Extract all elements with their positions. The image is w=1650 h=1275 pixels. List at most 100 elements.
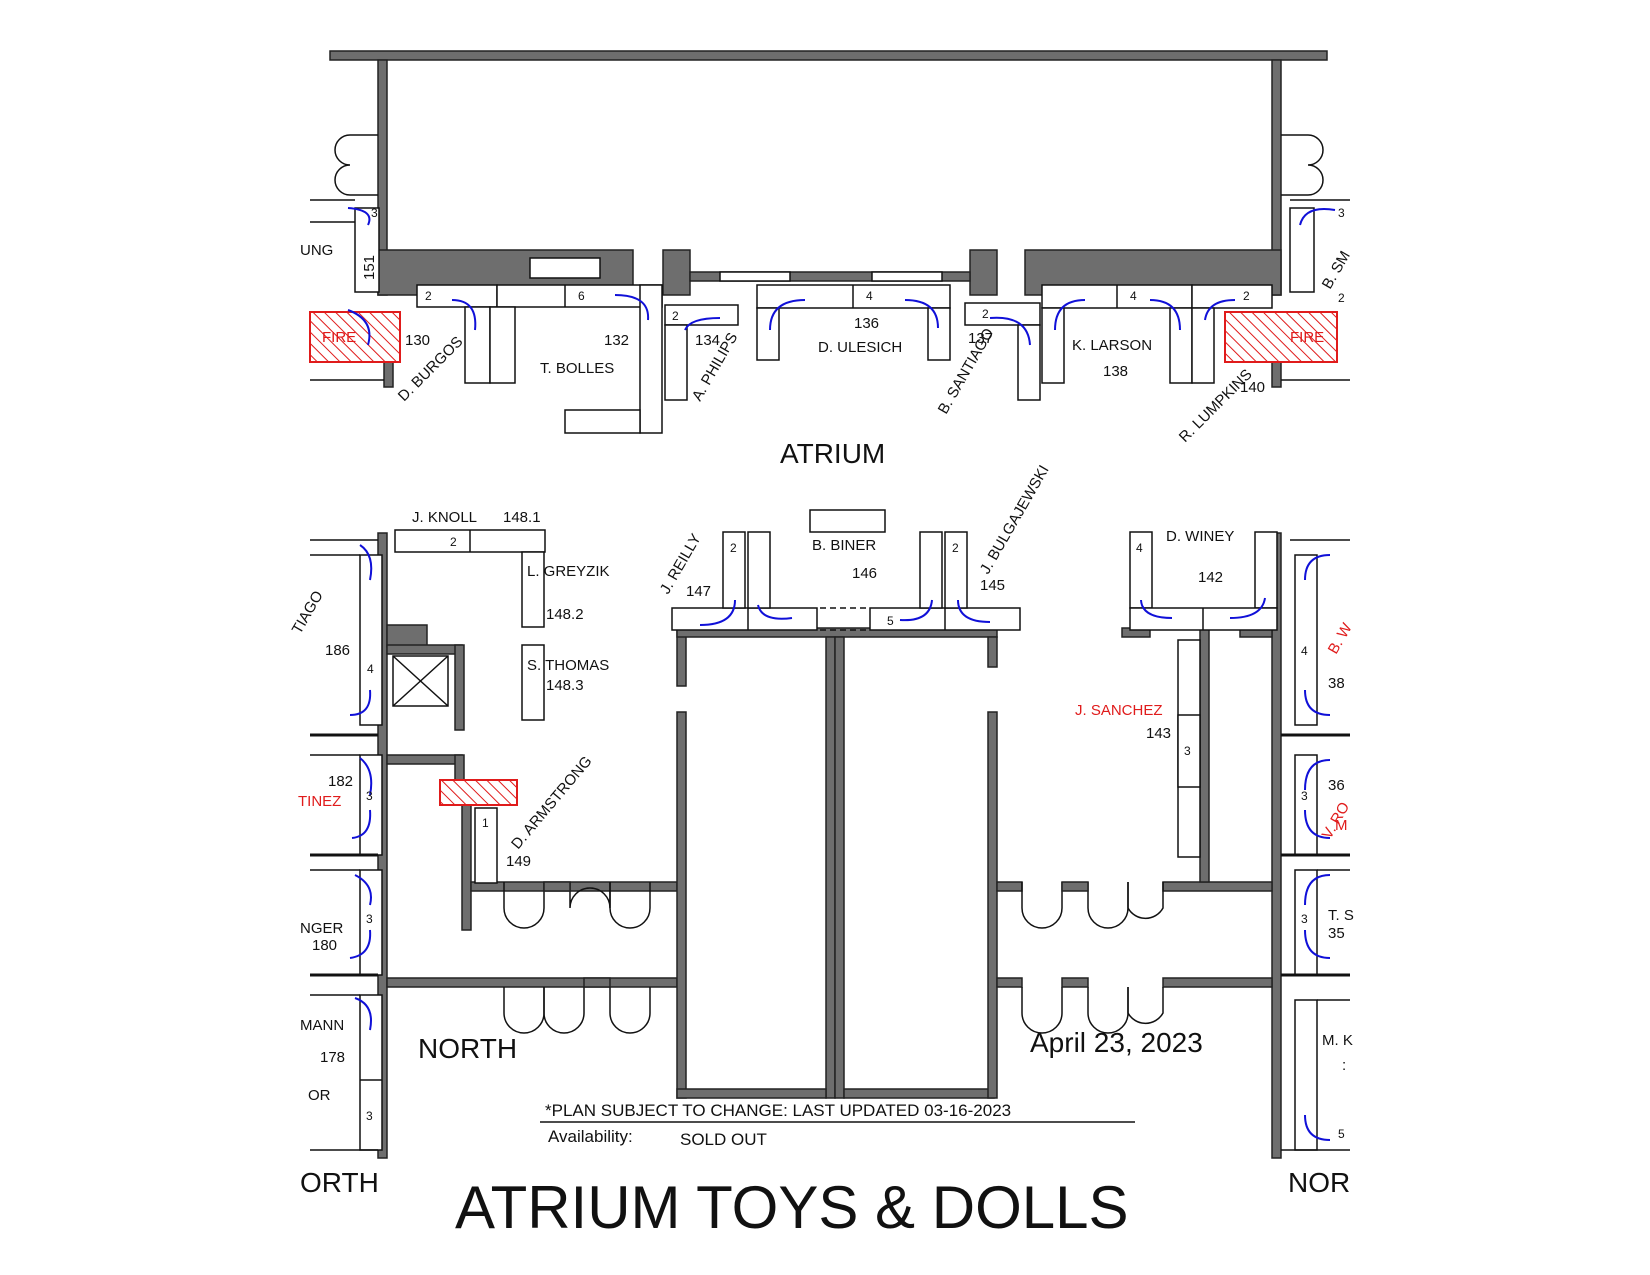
booth-right-bottom-name: M. K [1322,1032,1353,1049]
booth-151[interactable]: 3 UNG 151 [300,199,380,293]
booth-36-name2: M [1335,817,1348,834]
booth-138-tables: 4 [1130,289,1137,303]
booth-right-bottom[interactable]: 5 M. K : [1281,999,1353,1151]
booth-143-tables: 3 [1184,744,1191,758]
fire-right: FIRE [1224,311,1350,381]
booth-149[interactable]: 1 149 D. ARMSTRONG [474,753,596,884]
booth-148-3-number: 148.3 [546,677,584,694]
fire-left: FIRE [309,309,401,381]
booth-right-top-tables2: 2 [1338,291,1345,305]
booth-151-tables: 3 [371,206,378,220]
booth-138[interactable]: 4 K. LARSON 138 [1041,284,1193,384]
booth-145-tables2: 5 [887,614,894,628]
booth-149-number: 149 [506,853,531,870]
booth-180[interactable]: 3 NGER 180 [300,869,383,977]
north-right-label: NOR [1288,1167,1350,1198]
booth-130[interactable]: 2 130 D. BURGOS [395,284,498,405]
booth-132-name: T. BOLLES [540,360,614,377]
booth-148-2-name: L. GREYZIK [527,563,610,580]
booth-180-number: 180 [312,937,337,954]
booth-38-tables: 4 [1301,644,1308,658]
booth-186[interactable]: 4 186 TIAGO [289,539,383,737]
booth-38-number: 38 [1328,675,1345,692]
booth-132-tables: 6 [578,289,585,303]
booth-145-tables: 2 [952,541,959,555]
booth-151-number: 151 [361,255,378,280]
plan-note: *PLAN SUBJECT TO CHANGE: LAST UPDATED 03… [545,1101,1011,1120]
booth-142[interactable]: 4 D. WINEY 142 [1129,528,1278,631]
booth-36[interactable]: 3 36 V. RO M [1281,754,1353,857]
fire-left-label: FIRE [322,329,356,346]
booth-right-bottom-tables: 5 [1338,1127,1345,1141]
booth-36-tables: 3 [1301,789,1308,803]
booth-137-number: 137 [968,330,993,347]
booth-147-number: 147 [686,583,711,600]
booth-142-name: D. WINEY [1166,528,1234,545]
availability-label: Availability: [548,1127,633,1146]
booth-180-name: NGER [300,920,344,937]
booth-151-name: UNG [300,242,333,259]
booth-148-3[interactable]: S. THOMAS 148.3 [521,644,609,721]
booth-35-number: 35 [1328,925,1345,942]
booth-38[interactable]: 4 38 B. W [1281,539,1356,737]
booth-right-bottom-name2: : [1342,1057,1346,1074]
north-label: NORTH [418,1033,517,1064]
booth-178-number: 178 [320,1049,345,1066]
booth-145-name: J. BULGAJEWSKI [977,462,1053,577]
booth-142-tables: 4 [1136,541,1143,555]
booth-182[interactable]: 3 182 TINEZ [298,754,383,857]
booth-138-name: K. LARSON [1072,337,1152,354]
booth-178-name: MANN [300,1017,344,1034]
booth-right-top[interactable]: 3 2 B. SM [1289,199,1354,305]
booth-182-number: 182 [328,773,353,790]
booth-145-number: 145 [980,577,1005,594]
booth-136[interactable]: 4 136 D. ULESICH [756,284,951,361]
availability-value: SOLD OUT [680,1130,767,1149]
booth-186-number: 186 [325,642,350,659]
booth-148-1-number: 148.1 [503,509,541,526]
booth-178[interactable]: 3 MANN 178 OR [300,994,383,1151]
fire-right-label: FIRE [1290,329,1324,346]
booth-140-tables: 2 [1243,289,1250,303]
booth-132[interactable]: 6 132 T. BOLLES [489,284,663,434]
booth-186-tables: 4 [367,662,374,676]
booth-140-number: 140 [1240,379,1265,396]
booth-186-name: TIAGO [289,588,327,637]
booth-149-tables: 1 [482,816,489,830]
page-title: ATRIUM TOYS & DOLLS [455,1174,1129,1241]
booth-148-1[interactable]: 2 J. KNOLL 148.1 [394,509,546,553]
booth-146-name: B. BINER [812,537,876,554]
booth-134-number: 134 [695,332,720,349]
booth-146[interactable]: B. BINER 146 [809,509,886,631]
booth-137-tables: 2 [982,307,989,321]
booth-143[interactable]: 3 J. SANCHEZ 143 [1075,639,1201,858]
lower-walls [377,532,1282,1159]
booth-35[interactable]: 3 T. S 35 [1281,869,1354,977]
booth-138-number: 138 [1103,363,1128,380]
booth-136-tables: 4 [866,289,873,303]
fire-mid [439,779,518,806]
booth-35-tables: 3 [1301,912,1308,926]
booth-148-2[interactable]: L. GREYZIK 148.2 [521,551,610,628]
booth-143-number: 143 [1146,725,1171,742]
booth-142-number: 142 [1198,569,1223,586]
north-left-label: ORTH [300,1167,379,1198]
top-room-doors [334,134,1324,196]
booth-right-top-tables: 3 [1338,206,1345,220]
booth-136-number: 136 [854,315,879,332]
booth-178-name2: OR [308,1087,331,1104]
booth-132-number: 132 [604,332,629,349]
booth-180-tables: 3 [366,912,373,926]
booth-145[interactable]: 5 2 145 J. BULGAJEWSKI [869,462,1053,631]
booth-130-number: 130 [405,332,430,349]
date-label: April 23, 2023 [1030,1027,1203,1058]
east-doors [1021,881,1164,1034]
booth-143-name: J. SANCHEZ [1075,702,1163,719]
booth-182-name: TINEZ [298,793,341,810]
booth-147[interactable]: 2 147 J. REILLY [657,531,818,631]
booth-134[interactable]: 2 134 A. PHILIPS [664,304,741,404]
booth-148-1-name: J. KNOLL [412,509,477,526]
booth-146-number: 146 [852,565,877,582]
booth-148-3-name: S. THOMAS [527,657,609,674]
